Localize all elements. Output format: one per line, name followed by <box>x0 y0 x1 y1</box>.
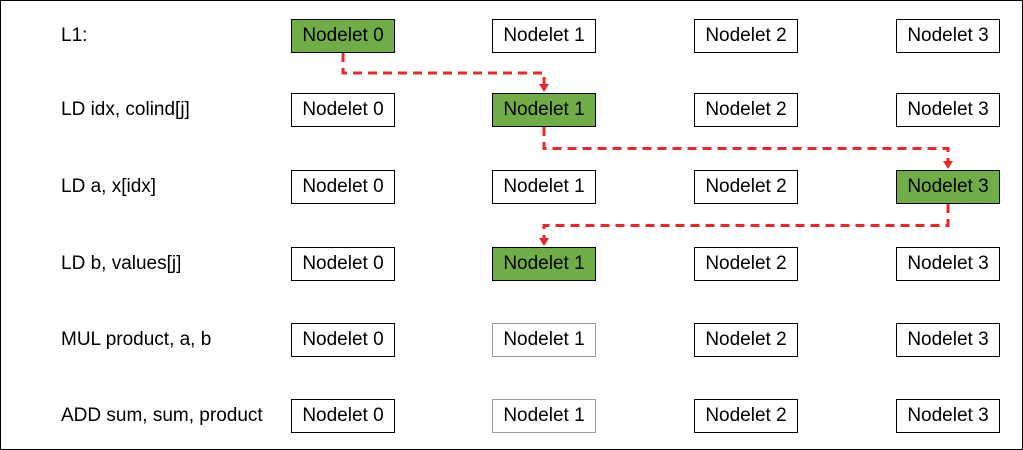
nodelet-1-box: Nodelet 1 <box>492 323 596 357</box>
row-label: LD a, x[idx] <box>61 176 157 197</box>
migration-arrow-1 <box>542 127 950 163</box>
nodelet-3-box: Nodelet 3 <box>896 247 1000 281</box>
row-label: ADD sum, sum, product <box>61 405 263 426</box>
nodelet-1-box: Nodelet 1 <box>492 399 596 433</box>
nodelet-2-box: Nodelet 2 <box>694 170 798 204</box>
nodelet-2-box: Nodelet 2 <box>694 399 798 433</box>
nodelet-3-box: Nodelet 3 <box>896 170 1000 204</box>
nodelet-0-box: Nodelet 0 <box>291 19 395 53</box>
row-label: MUL product, a, b <box>61 329 212 350</box>
nodelet-2-box: Nodelet 2 <box>694 247 798 281</box>
migration-arrow-0 <box>341 53 546 86</box>
migration-arrow-2 <box>542 204 950 240</box>
row-label: LD b, values[j] <box>61 253 182 274</box>
row-label: LD idx, colind[j] <box>61 99 190 120</box>
nodelet-1-box: Nodelet 1 <box>492 170 596 204</box>
nodelet-3-box: Nodelet 3 <box>896 93 1000 127</box>
nodelet-0-box: Nodelet 0 <box>291 323 395 357</box>
nodelet-2-box: Nodelet 2 <box>694 19 798 53</box>
nodelet-1-box: Nodelet 1 <box>492 247 596 281</box>
nodelet-3-box: Nodelet 3 <box>896 399 1000 433</box>
nodelet-2-box: Nodelet 2 <box>694 323 798 357</box>
nodelet-0-box: Nodelet 0 <box>291 93 395 127</box>
nodelet-3-box: Nodelet 3 <box>896 323 1000 357</box>
nodelet-0-box: Nodelet 0 <box>291 399 395 433</box>
nodelet-1-box: Nodelet 1 <box>492 19 596 53</box>
arrowhead-icon <box>539 84 549 92</box>
nodelet-0-box: Nodelet 0 <box>291 247 395 281</box>
nodelet-2-box: Nodelet 2 <box>694 93 798 127</box>
arrowhead-icon <box>539 238 549 246</box>
nodelet-1-box: Nodelet 1 <box>492 93 596 127</box>
row-label: L1: <box>61 25 88 46</box>
nodelet-3-box: Nodelet 3 <box>896 19 1000 53</box>
arrowhead-icon <box>943 161 953 169</box>
nodelet-0-box: Nodelet 0 <box>291 170 395 204</box>
